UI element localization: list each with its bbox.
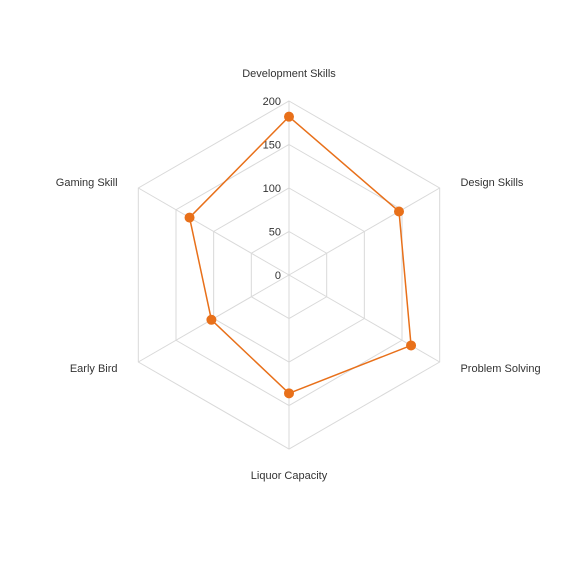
- axis-spoke-1: [288, 187, 440, 276]
- category-label-problem-solving: Problem Solving: [460, 363, 540, 375]
- data-point-early-bird[interactable]: [206, 314, 217, 325]
- tick-label-100: 100: [263, 183, 281, 195]
- category-label-gaming-skill: Gaming Skill: [56, 177, 118, 189]
- data-point-liquor-capacity[interactable]: [284, 388, 294, 399]
- data-point-problem-solving[interactable]: [406, 340, 417, 351]
- tick-label-50: 50: [269, 227, 281, 239]
- radial-tick-labels: 0 50 100 150 200: [263, 96, 281, 282]
- tick-label-0: 0: [275, 270, 281, 282]
- data-series: [184, 111, 417, 399]
- category-label-development-skills: Development Skills: [242, 68, 336, 80]
- category-label-design-skills: Design Skills: [460, 177, 523, 189]
- data-point-design-skills[interactable]: [394, 206, 405, 217]
- category-label-liquor-capacity: Liquor Capacity: [251, 470, 328, 482]
- tick-label-150: 150: [263, 140, 281, 152]
- tick-label-200: 200: [263, 96, 281, 108]
- series-line-0: [188, 115, 412, 395]
- category-label-early-bird: Early Bird: [70, 363, 118, 375]
- data-point-gaming-skill[interactable]: [184, 212, 195, 223]
- category-labels: Development Skills Design Skills Problem…: [56, 68, 541, 482]
- axis-spoke-5: [138, 187, 290, 276]
- data-point-development-skills[interactable]: [284, 111, 294, 122]
